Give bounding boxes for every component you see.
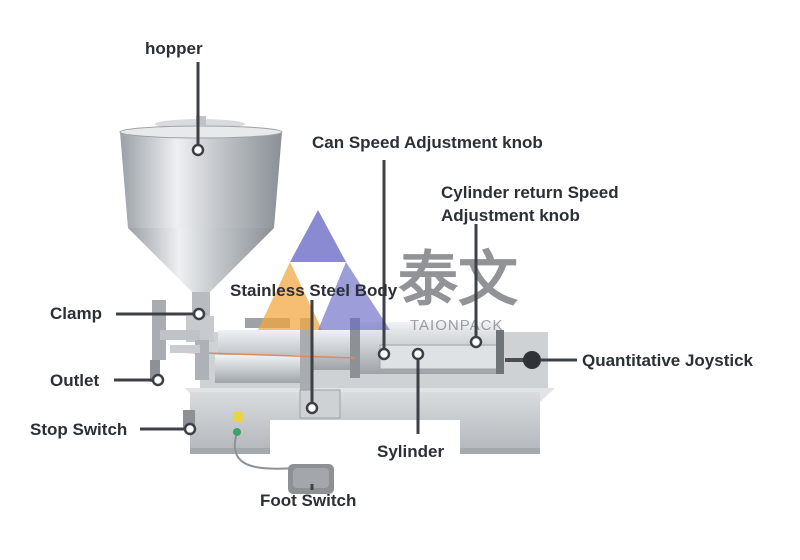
label-clamp: Clamp — [50, 304, 102, 323]
endpoint-sylinder — [411, 347, 425, 361]
label-quantitative-joystick: Quantitative Joystick — [582, 351, 754, 370]
endpoint-stainless-body — [305, 401, 319, 415]
endpoint-cylinder-return-knob — [469, 335, 483, 349]
watermark-purple-triangle-2 — [318, 262, 390, 330]
watermark-purple-triangle — [290, 210, 346, 262]
label-stop-switch: Stop Switch — [30, 420, 127, 439]
endpoint-clamp — [192, 307, 206, 321]
watermark-chinese: 泰文 — [398, 245, 518, 315]
labels: hopper Can Speed Adjustment knob Cylinde… — [30, 39, 754, 510]
leader-lines — [114, 62, 577, 490]
quantitative-joystick-shape — [505, 351, 541, 369]
endpoint-outlet — [151, 373, 165, 387]
watermark: 泰文 TAIONPACK — [258, 210, 518, 334]
endpoint-hopper — [191, 143, 205, 157]
label-stainless-body: Stainless Steel Body — [230, 281, 398, 300]
label-can-speed-knob: Can Speed Adjustment knob — [312, 133, 543, 152]
watermark-orange-triangle — [258, 262, 322, 330]
label-cylinder-return-line2: Adjustment knob — [441, 206, 580, 225]
label-cylinder-return-line1: Cylinder return Speed — [441, 183, 619, 202]
label-sylinder: Sylinder — [377, 442, 444, 461]
endpoint-can-speed-knob — [377, 347, 391, 361]
watermark-latin: TAIONPACK — [410, 317, 503, 334]
label-outlet: Outlet — [50, 371, 99, 390]
foot-switch-shape — [233, 435, 334, 494]
leader-endpoints — [151, 143, 483, 436]
label-foot-switch: Foot Switch — [260, 491, 356, 510]
label-hopper: hopper — [145, 39, 203, 58]
endpoint-stop-switch — [183, 422, 197, 436]
